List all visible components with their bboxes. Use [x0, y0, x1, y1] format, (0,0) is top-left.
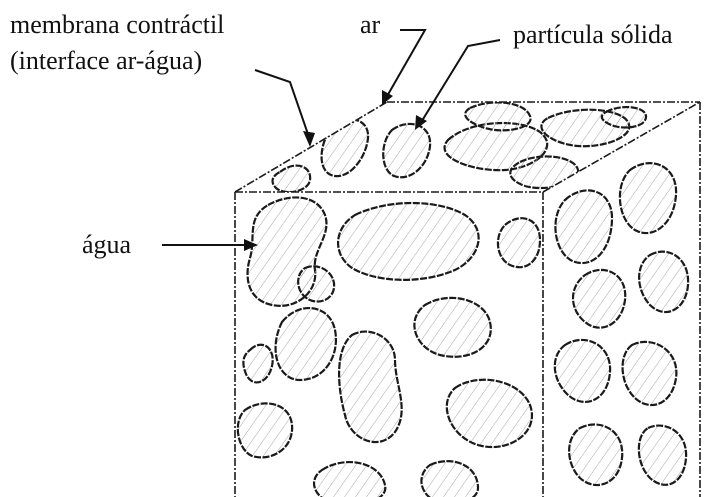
solid-particle — [569, 425, 622, 486]
label-interface-ar-agua: (interface ar-água) — [10, 48, 202, 74]
solid-particle — [421, 461, 478, 497]
solid-particle — [639, 252, 688, 312]
solid-particle — [383, 124, 430, 177]
label-membrana-contractil: membrana contráctil — [10, 12, 224, 38]
ar-arrow — [386, 30, 425, 98]
solid-particle — [339, 332, 402, 442]
solid-particle — [243, 345, 272, 383]
membrana-arrow — [255, 70, 310, 140]
solid-particle — [555, 190, 612, 263]
solid-particle — [447, 380, 532, 447]
label-particula-solida: partícula sólida — [513, 22, 673, 48]
solid-particle — [620, 163, 676, 233]
solid-particle — [623, 342, 677, 405]
solid-particle — [555, 340, 610, 402]
solid-particle — [510, 156, 578, 188]
top-face — [273, 102, 647, 192]
solid-particle — [276, 308, 336, 380]
solid-particle — [314, 462, 385, 497]
solid-particle — [414, 298, 490, 357]
membrana-arrowhead — [303, 131, 315, 147]
solid-particle — [602, 107, 646, 127]
solid-particle — [573, 270, 625, 328]
solid-particle — [238, 403, 292, 457]
side-face — [555, 163, 688, 485]
solid-particle — [298, 266, 334, 301]
label-agua: água — [82, 232, 131, 258]
front-face — [238, 197, 540, 497]
label-ar: ar — [360, 12, 380, 38]
solid-particle — [498, 218, 540, 267]
solid-particle — [338, 203, 479, 280]
solid-particle — [273, 166, 311, 193]
solid-particle — [639, 426, 686, 485]
